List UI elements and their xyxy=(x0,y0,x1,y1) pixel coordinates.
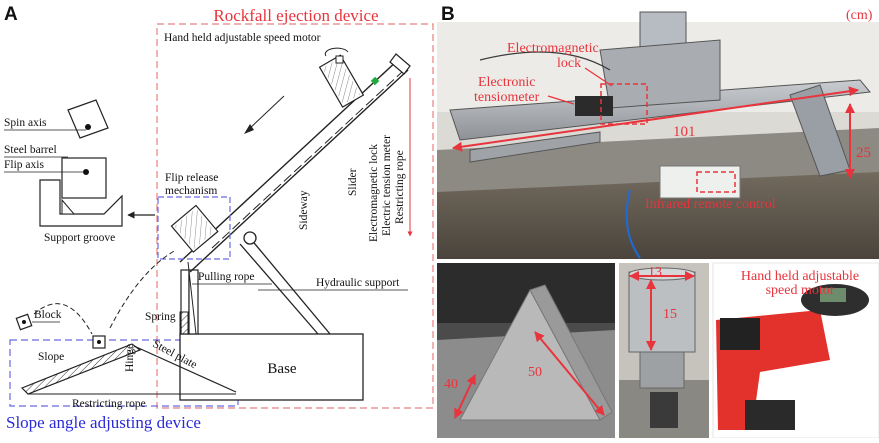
flip-release-barrel xyxy=(170,204,219,253)
tensio-label-2: tensiometer xyxy=(474,90,540,105)
motor-label-1: Hand held adjustable xyxy=(741,269,859,284)
ejection-device-title: Rockfall ejection device xyxy=(213,6,378,25)
flip-release-frame xyxy=(157,196,231,260)
slope-length-arrow xyxy=(534,331,605,416)
slope-device-title: Slope angle adjusting device xyxy=(6,413,201,432)
spin-axis-label: Spin axis xyxy=(4,117,47,129)
main-photo xyxy=(437,11,879,259)
hydraulic-support-b xyxy=(239,243,319,335)
remote-highlight xyxy=(696,171,736,193)
panel-b: B (cm) 101 25 Electromagnetic lock Elect… xyxy=(437,4,879,439)
support-post-inner xyxy=(188,269,199,335)
flip-axis-label: Flip axis xyxy=(4,159,44,171)
hydraulic-support xyxy=(249,237,331,335)
tensio-leader xyxy=(547,95,575,105)
barrel-photo xyxy=(619,263,709,438)
height-value: 25 xyxy=(856,145,871,161)
slideway-centerline xyxy=(211,71,403,249)
slope-photo xyxy=(437,263,615,438)
spin-axis-dot xyxy=(85,124,91,130)
slideway-top-cap xyxy=(389,53,411,75)
motor-photo xyxy=(712,262,879,439)
slope-device-frame xyxy=(9,339,239,407)
slider-label: Slider xyxy=(347,168,359,196)
base-label: Base xyxy=(267,361,297,377)
restricting-rope-h-label: Restricting rope xyxy=(72,398,146,410)
steel-barrel-box xyxy=(61,157,107,199)
pulling-rope xyxy=(187,261,197,335)
flip-axis-dot xyxy=(83,169,89,175)
restricting-rope-v-label: Restricting rope xyxy=(394,150,406,224)
hinge-label: Hinge xyxy=(124,344,136,372)
em-lock-label-1: Electromagnetic xyxy=(507,41,599,56)
spring-element xyxy=(179,311,189,335)
motor-label-2: speed motor xyxy=(766,283,835,298)
electromagnetic-lock-marker xyxy=(370,76,380,86)
barrel-diameter-value: 13 xyxy=(648,265,662,280)
slope-length-value: 50 xyxy=(528,365,542,380)
slope-label: Slope xyxy=(38,351,64,363)
motor-head xyxy=(335,55,344,64)
em-lock-label: Electromagnetic lock xyxy=(368,144,380,242)
block-dot xyxy=(97,340,101,344)
panel-b-letter: B xyxy=(441,4,455,25)
motor-rotation-arrow xyxy=(324,47,349,57)
slope-width-value: 40 xyxy=(444,377,458,392)
em-lock-label-2: lock xyxy=(557,56,581,71)
barrel-height-value: 15 xyxy=(663,307,677,322)
pulling-rope-label: Pulling rope xyxy=(198,271,255,283)
ejection-device-frame xyxy=(156,23,434,409)
slope-width-arrow xyxy=(454,374,476,419)
launch-trajectory xyxy=(109,249,177,329)
falling-block-dot xyxy=(22,320,26,324)
panel-a-letter: A xyxy=(4,4,18,25)
motor xyxy=(318,54,365,108)
em-lock-leader xyxy=(584,67,613,87)
flip-release-label-2: mechanism xyxy=(165,185,217,197)
steel-barrel-label: Steel barrel xyxy=(4,144,57,156)
spring-label: Spring xyxy=(145,311,176,323)
length-arrow xyxy=(452,86,859,152)
hydraulic-label: Hydraulic support xyxy=(316,277,400,289)
barrel-rotated xyxy=(67,99,109,139)
block-label: Block xyxy=(34,309,62,321)
support-groove-notch xyxy=(61,198,76,215)
support-groove-shape xyxy=(39,179,123,227)
hydraulic-pivot xyxy=(243,231,257,245)
panel-a: A Rockfall ejection device Slope angle a… xyxy=(4,4,434,432)
remote-label: Infrared remote control xyxy=(645,197,776,212)
direction-arrow-line xyxy=(247,95,285,131)
unit-label: (cm) xyxy=(846,8,873,23)
sideway-label: Sideway xyxy=(298,190,310,230)
flip-release-label-1: Flip release xyxy=(165,172,218,184)
support-groove-label: Support groove xyxy=(44,232,115,244)
length-value: 101 xyxy=(673,124,696,140)
tensio-label-1: Electronic xyxy=(478,75,536,90)
block-trajectory xyxy=(33,303,93,335)
slope-plate xyxy=(20,343,142,395)
steel-plate xyxy=(133,345,237,393)
motor-label: Hand held adjustable speed motor xyxy=(164,32,321,44)
direction-arrowhead xyxy=(244,124,254,134)
slideway-rail-bottom xyxy=(189,69,409,273)
tension-meter-label: Electric tension meter xyxy=(381,135,393,236)
